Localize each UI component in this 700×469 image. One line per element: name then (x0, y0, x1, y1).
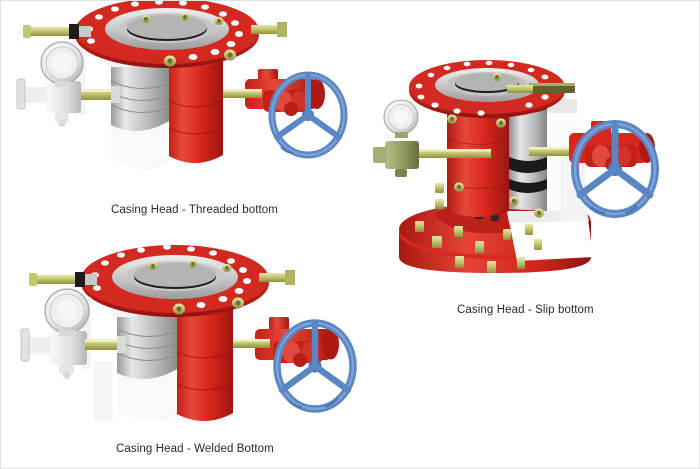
top-flange (81, 244, 269, 317)
lock-screws (447, 73, 544, 218)
casing-head-threaded-drawing (16, 1, 348, 170)
figure-slip-bottom: Casing Head - Slip bottom (373, 60, 699, 316)
flange-bolt-holes (91, 244, 251, 308)
caption-slip-bottom: Casing Head - Slip bottom (457, 304, 594, 316)
caption-welded-bottom: Casing Head - Welded Bottom (116, 443, 274, 455)
cutaway-bore (509, 99, 585, 221)
top-bracket (507, 83, 575, 93)
figure-threaded-bottom: Casing Head - Threaded bottom (15, 1, 355, 216)
lock-screws (148, 260, 244, 315)
figure-welded-bottom: Casing Head - Welded Bottom (19, 241, 359, 456)
valve-stem-left (85, 336, 126, 353)
casing-head-slip-drawing (373, 60, 659, 273)
pressure-gauge (44, 288, 90, 336)
top-left-stem (29, 272, 97, 287)
valve-stem-right (529, 147, 571, 156)
handwheel-right (273, 319, 357, 413)
top-right-stem (251, 22, 287, 37)
casing-head-welded-drawing (20, 244, 357, 422)
top-flange (75, 1, 259, 68)
handwheel-right (571, 120, 659, 218)
pressure-gauge (40, 41, 84, 87)
top-left-stem (23, 24, 91, 39)
valve-stem-right (220, 89, 262, 98)
handwheel-right (268, 71, 348, 159)
pressure-gauge (383, 99, 419, 138)
valve-stem-left (81, 86, 120, 103)
valve-stem-right (228, 339, 270, 348)
side-outlet-valve-left (373, 141, 491, 177)
lock-screws (141, 13, 236, 67)
caption-threaded-bottom: Casing Head - Threaded bottom (111, 204, 278, 216)
top-right-stem (259, 270, 295, 285)
